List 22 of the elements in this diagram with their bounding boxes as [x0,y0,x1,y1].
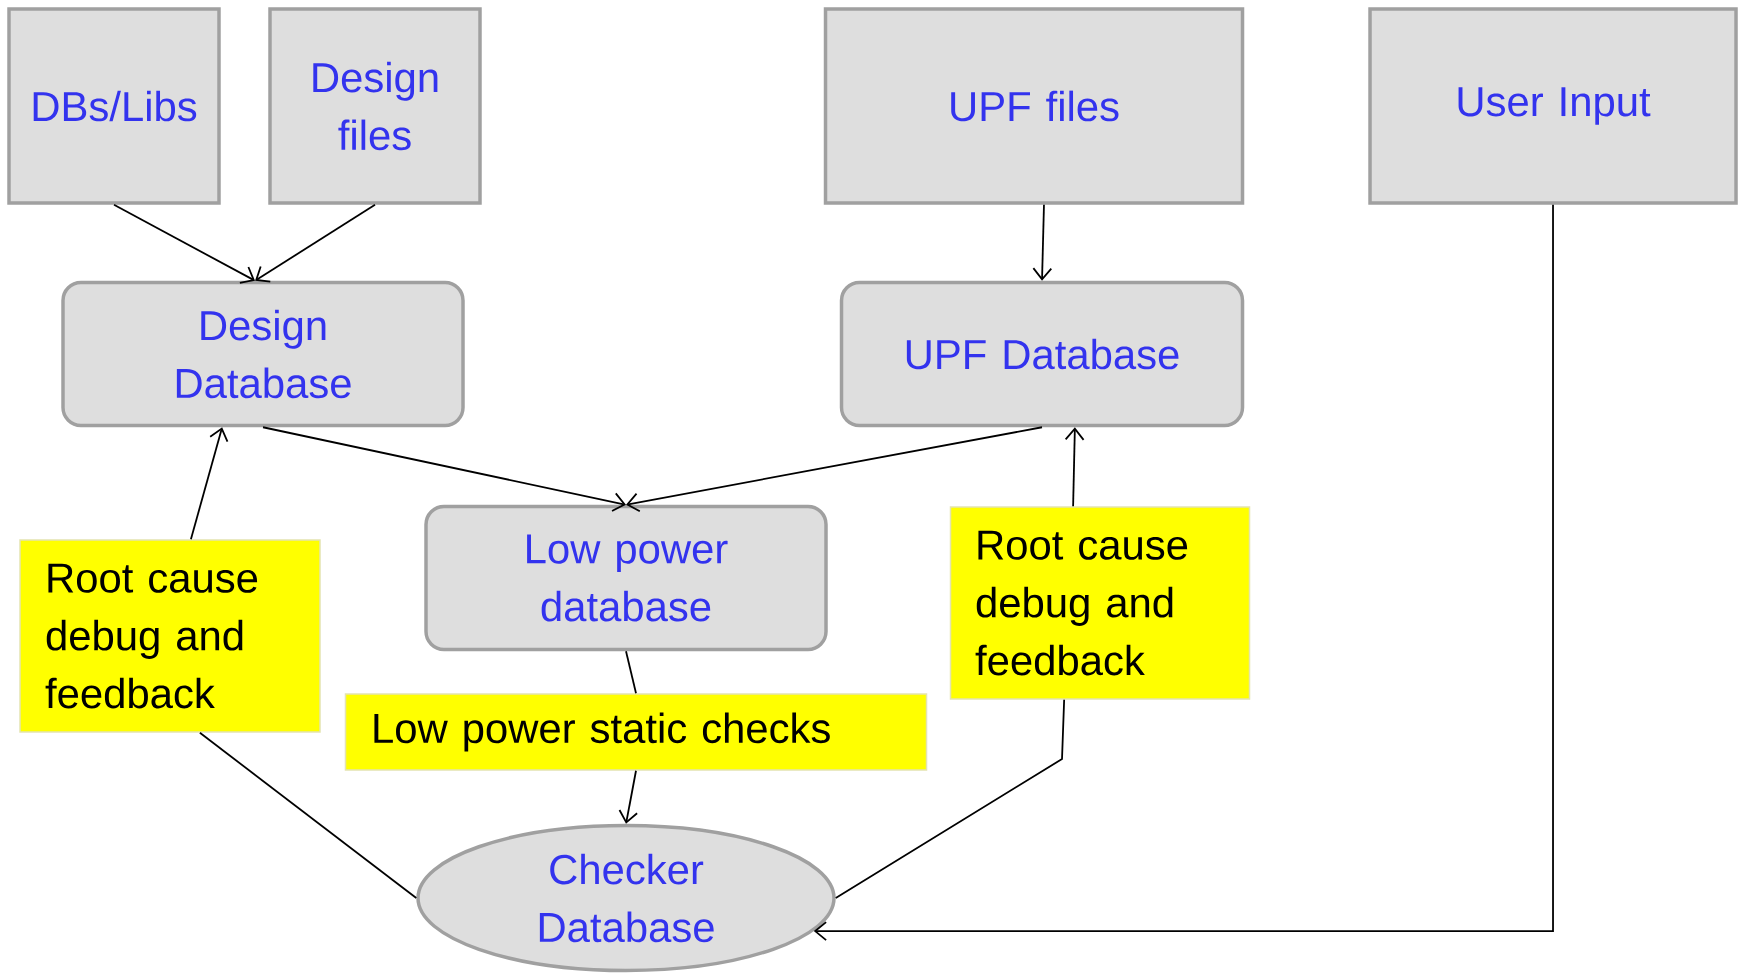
source-box: User Input [1368,7,1738,205]
connector-line [199,731,418,899]
arrow [813,203,1554,941]
arrow [1064,427,1085,508]
arrow [255,203,376,283]
database-box: Design Database [61,280,465,428]
arrow [113,203,256,284]
connector-line [834,698,1066,899]
arrow [1032,203,1053,281]
note-box: Root cause debug and feedback [949,506,1251,700]
note-box: Low power static checks [344,693,928,771]
database-box: Low power database [424,504,828,652]
source-box: UPF files [823,7,1245,205]
arrow [262,426,626,512]
arrow [190,427,229,541]
arrow [626,426,1043,513]
source-box: DBs/Libs [7,7,221,205]
connector-line [625,650,637,695]
source-box: Design files [268,7,482,205]
arrow [618,769,638,824]
database-box: UPF Database [839,280,1245,428]
note-box: Root cause debug and feedback [19,539,321,733]
